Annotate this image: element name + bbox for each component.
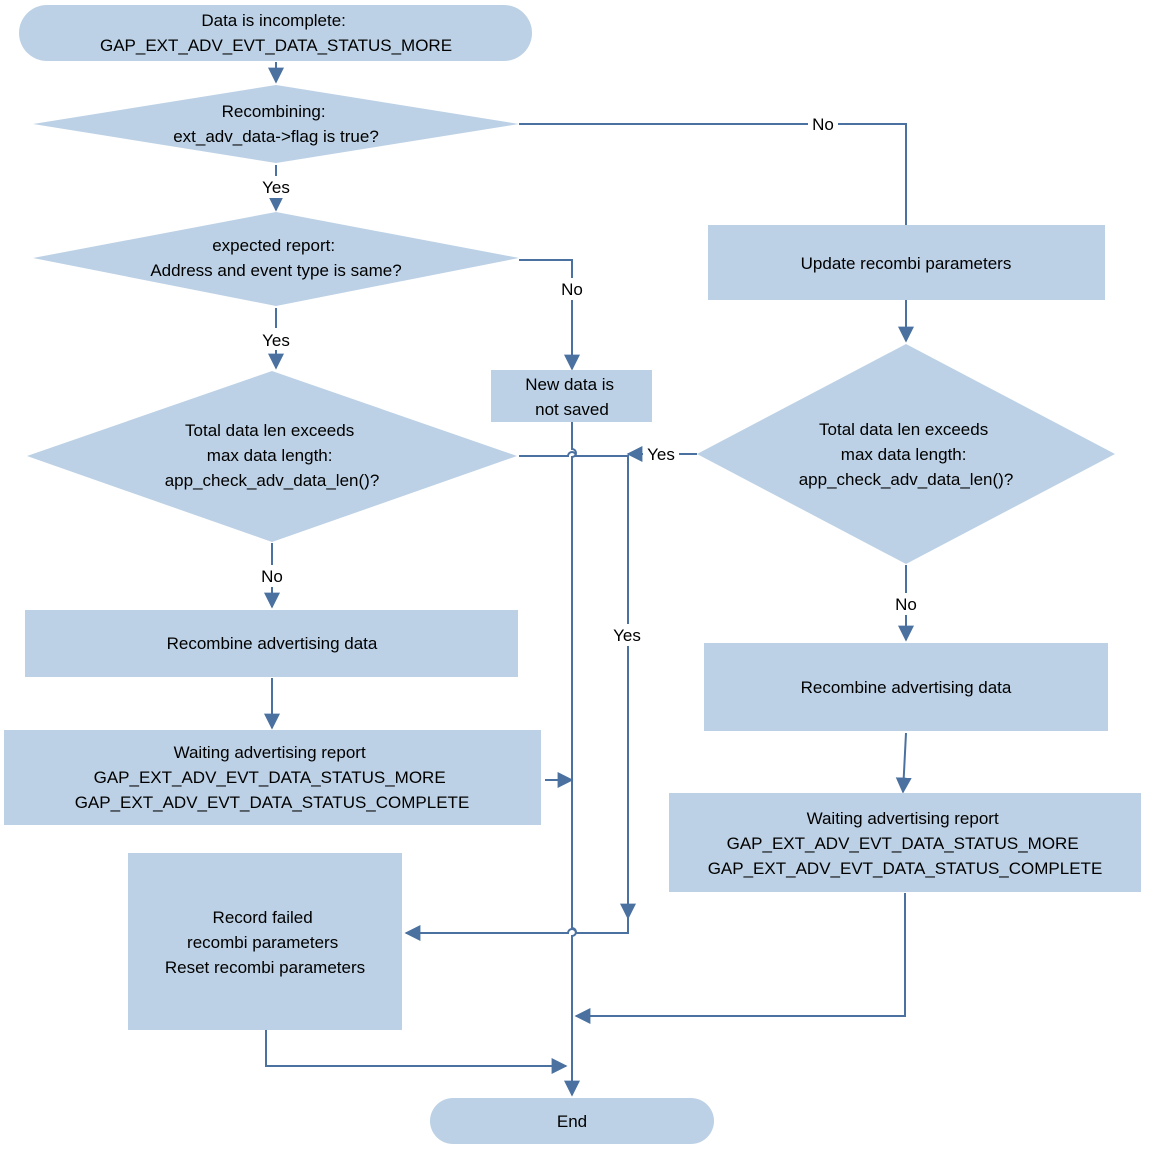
start-terminal bbox=[19, 5, 532, 61]
edge-label-len-right-yes: Yes bbox=[647, 445, 675, 464]
edge-len-left-yes bbox=[519, 451, 636, 920]
edge-label-expected-no: No bbox=[561, 280, 583, 299]
edge-label-recombining-no: No bbox=[812, 115, 834, 134]
decision-len-left bbox=[27, 371, 517, 542]
recombine-left-box bbox=[25, 610, 518, 677]
decision-recombining-label: Recombining: ext_adv_data->flag is true? bbox=[173, 102, 379, 146]
recombine-right-box bbox=[704, 643, 1108, 731]
decision-expected-report bbox=[33, 212, 519, 306]
edge-label-expected-yes: Yes bbox=[262, 331, 290, 350]
waiting-right-box bbox=[669, 793, 1141, 892]
edge-label-len-left-no: No bbox=[261, 567, 283, 586]
record-failed-box bbox=[128, 853, 402, 1030]
edge-label-len-left-yes: Yes bbox=[613, 626, 641, 645]
edge-record-failed-to-end bbox=[265, 1030, 568, 1074]
record-failed-label: Record failed recombi parameters Reset r… bbox=[165, 908, 365, 977]
end-label: End bbox=[557, 1112, 587, 1131]
update-recombi-box bbox=[708, 225, 1105, 300]
edge-to-record-failed bbox=[404, 918, 629, 941]
edge-recombining-no bbox=[519, 123, 907, 225]
decision-len-right-label: Total data len exceeds max data length: … bbox=[799, 420, 1014, 489]
edge-recombine-right-to-waiting bbox=[895, 732, 912, 794]
end-terminal bbox=[430, 1098, 714, 1144]
recombine-left-label: Recombine advertising data bbox=[167, 634, 378, 653]
waiting-left-label: Waiting advertising report GAP_EXT_ADV_E… bbox=[75, 743, 470, 812]
start-label: Data is incomplete: GAP_EXT_ADV_EVT_DATA… bbox=[100, 11, 452, 55]
waiting-left-box bbox=[4, 730, 541, 825]
edge-label-recombining-yes: Yes bbox=[262, 178, 290, 197]
edge-waiting-right-to-end bbox=[574, 893, 906, 1024]
update-recombi-label: Update recombi parameters bbox=[801, 254, 1012, 273]
edge-new-data-to-end bbox=[564, 422, 580, 1097]
decision-len-left-label: Total data len exceeds max data length: … bbox=[165, 421, 380, 490]
new-data-not-saved-box bbox=[491, 370, 652, 422]
decision-len-right bbox=[697, 344, 1115, 564]
edge-label-len-right-no: No bbox=[895, 595, 917, 614]
waiting-right-label: Waiting advertising report GAP_EXT_ADV_E… bbox=[708, 809, 1103, 878]
recombine-right-label: Recombine advertising data bbox=[801, 678, 1012, 697]
new-data-not-saved-label: New data is not saved bbox=[525, 375, 619, 419]
decision-expected-label: expected report: Address and event type … bbox=[150, 236, 401, 280]
decision-recombining bbox=[33, 85, 519, 163]
edge-expected-no bbox=[519, 259, 580, 371]
